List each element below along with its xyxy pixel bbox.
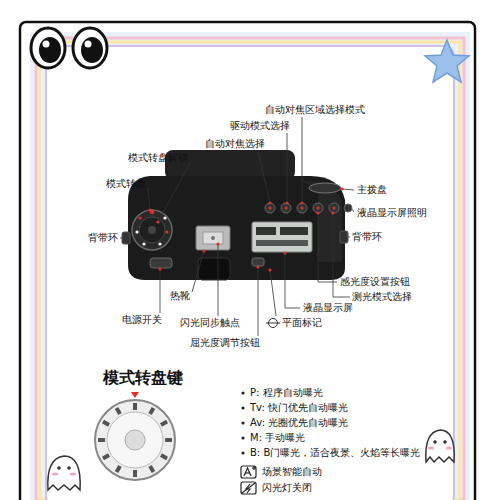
part-label: 热靴	[170, 290, 190, 302]
mode-description: 闪光灯关闭	[262, 482, 312, 494]
cartoon-eyes	[31, 28, 107, 68]
mode-dial-illustration	[95, 392, 175, 480]
section-heading: 模式转盘键	[103, 368, 183, 387]
part-label: 主拨盘	[357, 184, 387, 196]
camera-illustration	[122, 150, 352, 280]
part-label: 驱动模式选择	[230, 120, 290, 132]
mode-description: B: B门曝光，适合夜景、火焰等长曝光	[250, 447, 420, 459]
part-label: 自动对焦选择	[205, 138, 265, 150]
part-label: 屈光度调节按钮	[190, 337, 260, 349]
part-label: 自动对焦区域选择模式	[265, 104, 365, 116]
mode-description: Av: 光圈优先自动曝光	[250, 417, 348, 429]
part-label: 测光模式选择	[352, 291, 412, 303]
part-label: 液晶显示屏	[303, 302, 353, 314]
mode-description: M: 手动曝光	[250, 432, 305, 444]
part-label: 液晶显示屏照明	[357, 207, 427, 219]
part-label: 闪光同步触点	[180, 317, 240, 329]
leader-dots	[148, 187, 343, 271]
blue-star	[425, 40, 469, 82]
part-label: 平面标记	[282, 317, 322, 329]
list-bullets	[241, 391, 244, 454]
mode-description: 场景智能自动	[262, 466, 322, 478]
part-label: 电源开关	[122, 314, 162, 326]
part-label: 模式转盘解锁	[128, 152, 188, 164]
mode-description: P: 程序自动曝光	[250, 387, 323, 399]
paper-panel	[46, 46, 454, 500]
part-label: 模式转盘	[106, 178, 146, 190]
part-label: 背带环	[352, 231, 382, 243]
mode-description: Tv: 快门优先自动曝光	[250, 402, 348, 414]
leader-lines	[120, 117, 354, 336]
outer-frame	[20, 22, 475, 500]
scene-auto-icon	[241, 466, 256, 478]
part-label: 背带环	[88, 232, 118, 244]
flat-mark-symbol	[266, 319, 280, 328]
part-label: 感光度设置按钮	[340, 276, 410, 288]
flash-off-icon	[241, 482, 256, 494]
